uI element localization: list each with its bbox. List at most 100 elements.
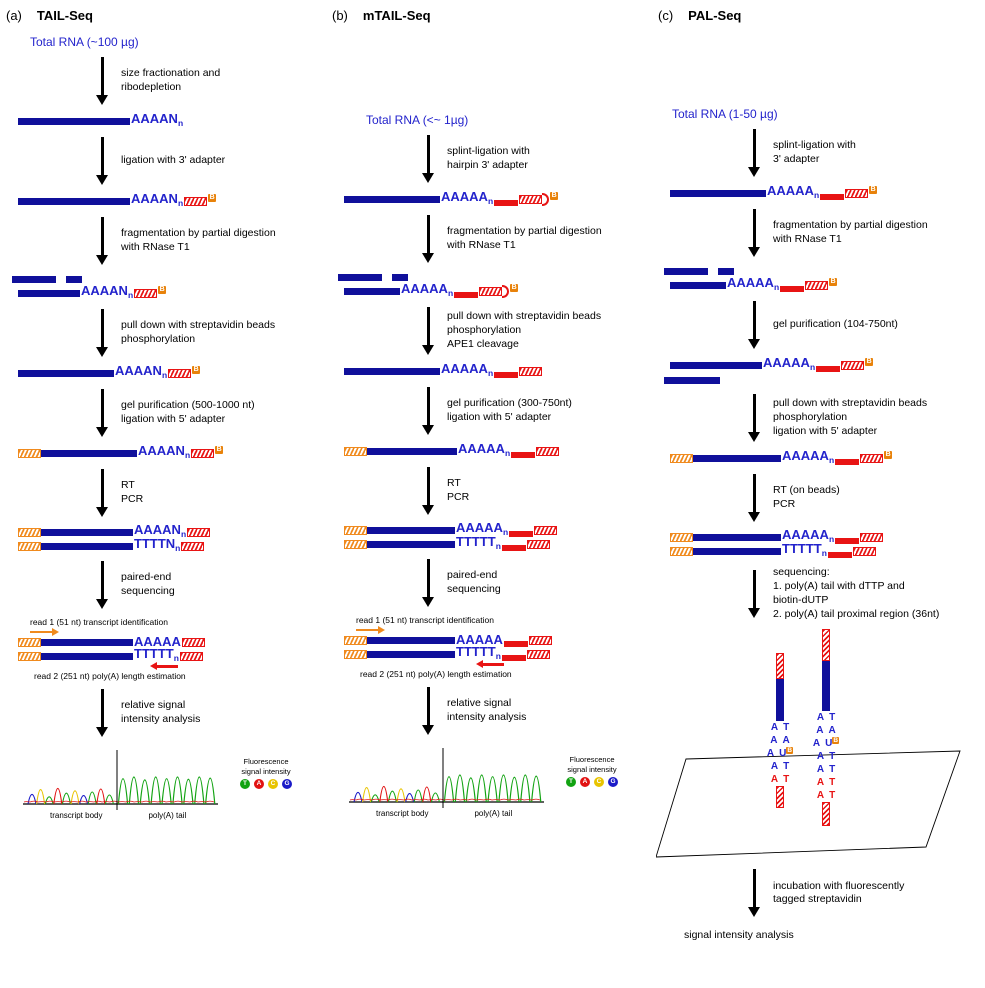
- adapter-3prime-icon: [181, 637, 205, 647]
- adapter-3prime-icon: [184, 196, 208, 206]
- splint-adapter-bar: [827, 552, 852, 558]
- polya-sequence-label: AAAAAn: [441, 361, 494, 378]
- biotin-label: B: [510, 284, 519, 292]
- panel-c: (c) PAL-Seq Total RNA (1-50 µg)splint-li…: [656, 8, 984, 942]
- rna-body-bar: [41, 652, 133, 660]
- base-right: UB: [779, 747, 794, 760]
- down-arrow-icon: [96, 137, 108, 185]
- subscript-n: n: [813, 190, 820, 200]
- panel-b: (b) mTAIL-Seq Total RNA (<~ 1µg)splint-l…: [332, 8, 658, 941]
- analysis-label: signal intensity analysis: [684, 929, 794, 942]
- adapter-5prime-icon: [344, 539, 367, 549]
- base-dot-T: T: [566, 777, 576, 788]
- adapter-3prime-icon: [519, 366, 543, 376]
- splint-adapter-bar: [835, 459, 860, 465]
- adapter-hatch-icon: [822, 629, 830, 662]
- chromatogram-trace: [349, 747, 544, 808]
- legend-title-line: signal intensity: [241, 766, 291, 776]
- biotin-label: B: [208, 194, 217, 202]
- base-left: A: [766, 748, 775, 760]
- step-label-line: paired-end: [121, 571, 172, 584]
- adapter-3prime-icon: [479, 286, 503, 296]
- rna-body-bar: [18, 197, 130, 205]
- splint-adapter-bar: [494, 200, 519, 206]
- base-left: A: [816, 764, 825, 776]
- adapter-3prime-icon: [534, 525, 558, 535]
- arrow-head: [96, 95, 108, 105]
- rna-body-bar: [367, 447, 457, 455]
- step-label-line: PCR: [773, 498, 796, 510]
- splint-adapter-bar: [501, 655, 526, 662]
- polya-sequence-label: TTTTTn: [456, 644, 501, 662]
- base-right: T: [783, 774, 790, 786]
- subscript-n: n: [495, 651, 501, 662]
- base-right: T: [829, 712, 836, 724]
- polya-sequence-label: TTTTTn: [134, 646, 179, 664]
- step-label-line: 1. poly(A) tail with dTTP and: [773, 579, 905, 592]
- adapter-3prime-icon: [191, 448, 215, 458]
- rna-body-bar: [693, 547, 781, 555]
- rna-fragment-bar: [664, 267, 708, 275]
- arrow-shaft: [100, 469, 104, 507]
- down-arrow-icon: [96, 217, 108, 265]
- base-left: A: [770, 761, 779, 773]
- polya-sequence-label: AAAAAn: [763, 355, 816, 372]
- molecule: TTTTTn: [344, 535, 658, 551]
- panel-b-header: (b) mTAIL-Seq: [332, 8, 658, 23]
- adapter-5prime-icon: [344, 446, 367, 456]
- arrow-head: [96, 507, 108, 517]
- arrow-shaft: [426, 135, 430, 173]
- step-label-line: ribodepletion: [121, 81, 182, 93]
- read2-label: read 2 (251 nt) poly(A) length estimatio…: [360, 668, 512, 679]
- adapter-3prime-icon: [526, 649, 550, 659]
- step-label-line: fragmentation by partial digestion: [773, 219, 928, 232]
- biotin-label: B: [550, 192, 559, 200]
- rna-fragment-bar: [718, 267, 734, 275]
- subscript-n: n: [487, 196, 494, 206]
- molecule: AAAANn: [18, 522, 332, 539]
- step-label-line: phosphorylation: [447, 324, 522, 337]
- base-right: T: [783, 761, 790, 773]
- rna-body-bar: [822, 661, 830, 712]
- step-label: RT (on beads)PCR: [773, 484, 840, 512]
- molecule: AAAAAn: [344, 521, 658, 537]
- subscript-n: n: [177, 198, 184, 208]
- process-step: gel purification (500-1000 nt)ligation w…: [96, 389, 332, 437]
- base-right: A: [782, 735, 790, 747]
- polya-sequence-label: AAAANn: [134, 522, 187, 539]
- biotin-label: B: [192, 366, 201, 374]
- panel-c-title: PAL-Seq: [688, 8, 742, 23]
- rna-body-bar: [18, 117, 130, 125]
- step-label-line: 3' adapter: [773, 153, 820, 165]
- base-right: T: [829, 777, 836, 789]
- read2-label: read 2 (251 nt) poly(A) length estimatio…: [34, 670, 186, 681]
- total-rna-label: Total RNA (1-50 µg): [672, 107, 778, 121]
- polya-sequence-label: AAAANn: [138, 443, 191, 460]
- rna-fragment-bar: [664, 376, 720, 384]
- spacer: [332, 23, 658, 101]
- step-label-line: ligation with 5' adapter: [447, 411, 552, 423]
- molecule: AAAAAn: [344, 361, 658, 379]
